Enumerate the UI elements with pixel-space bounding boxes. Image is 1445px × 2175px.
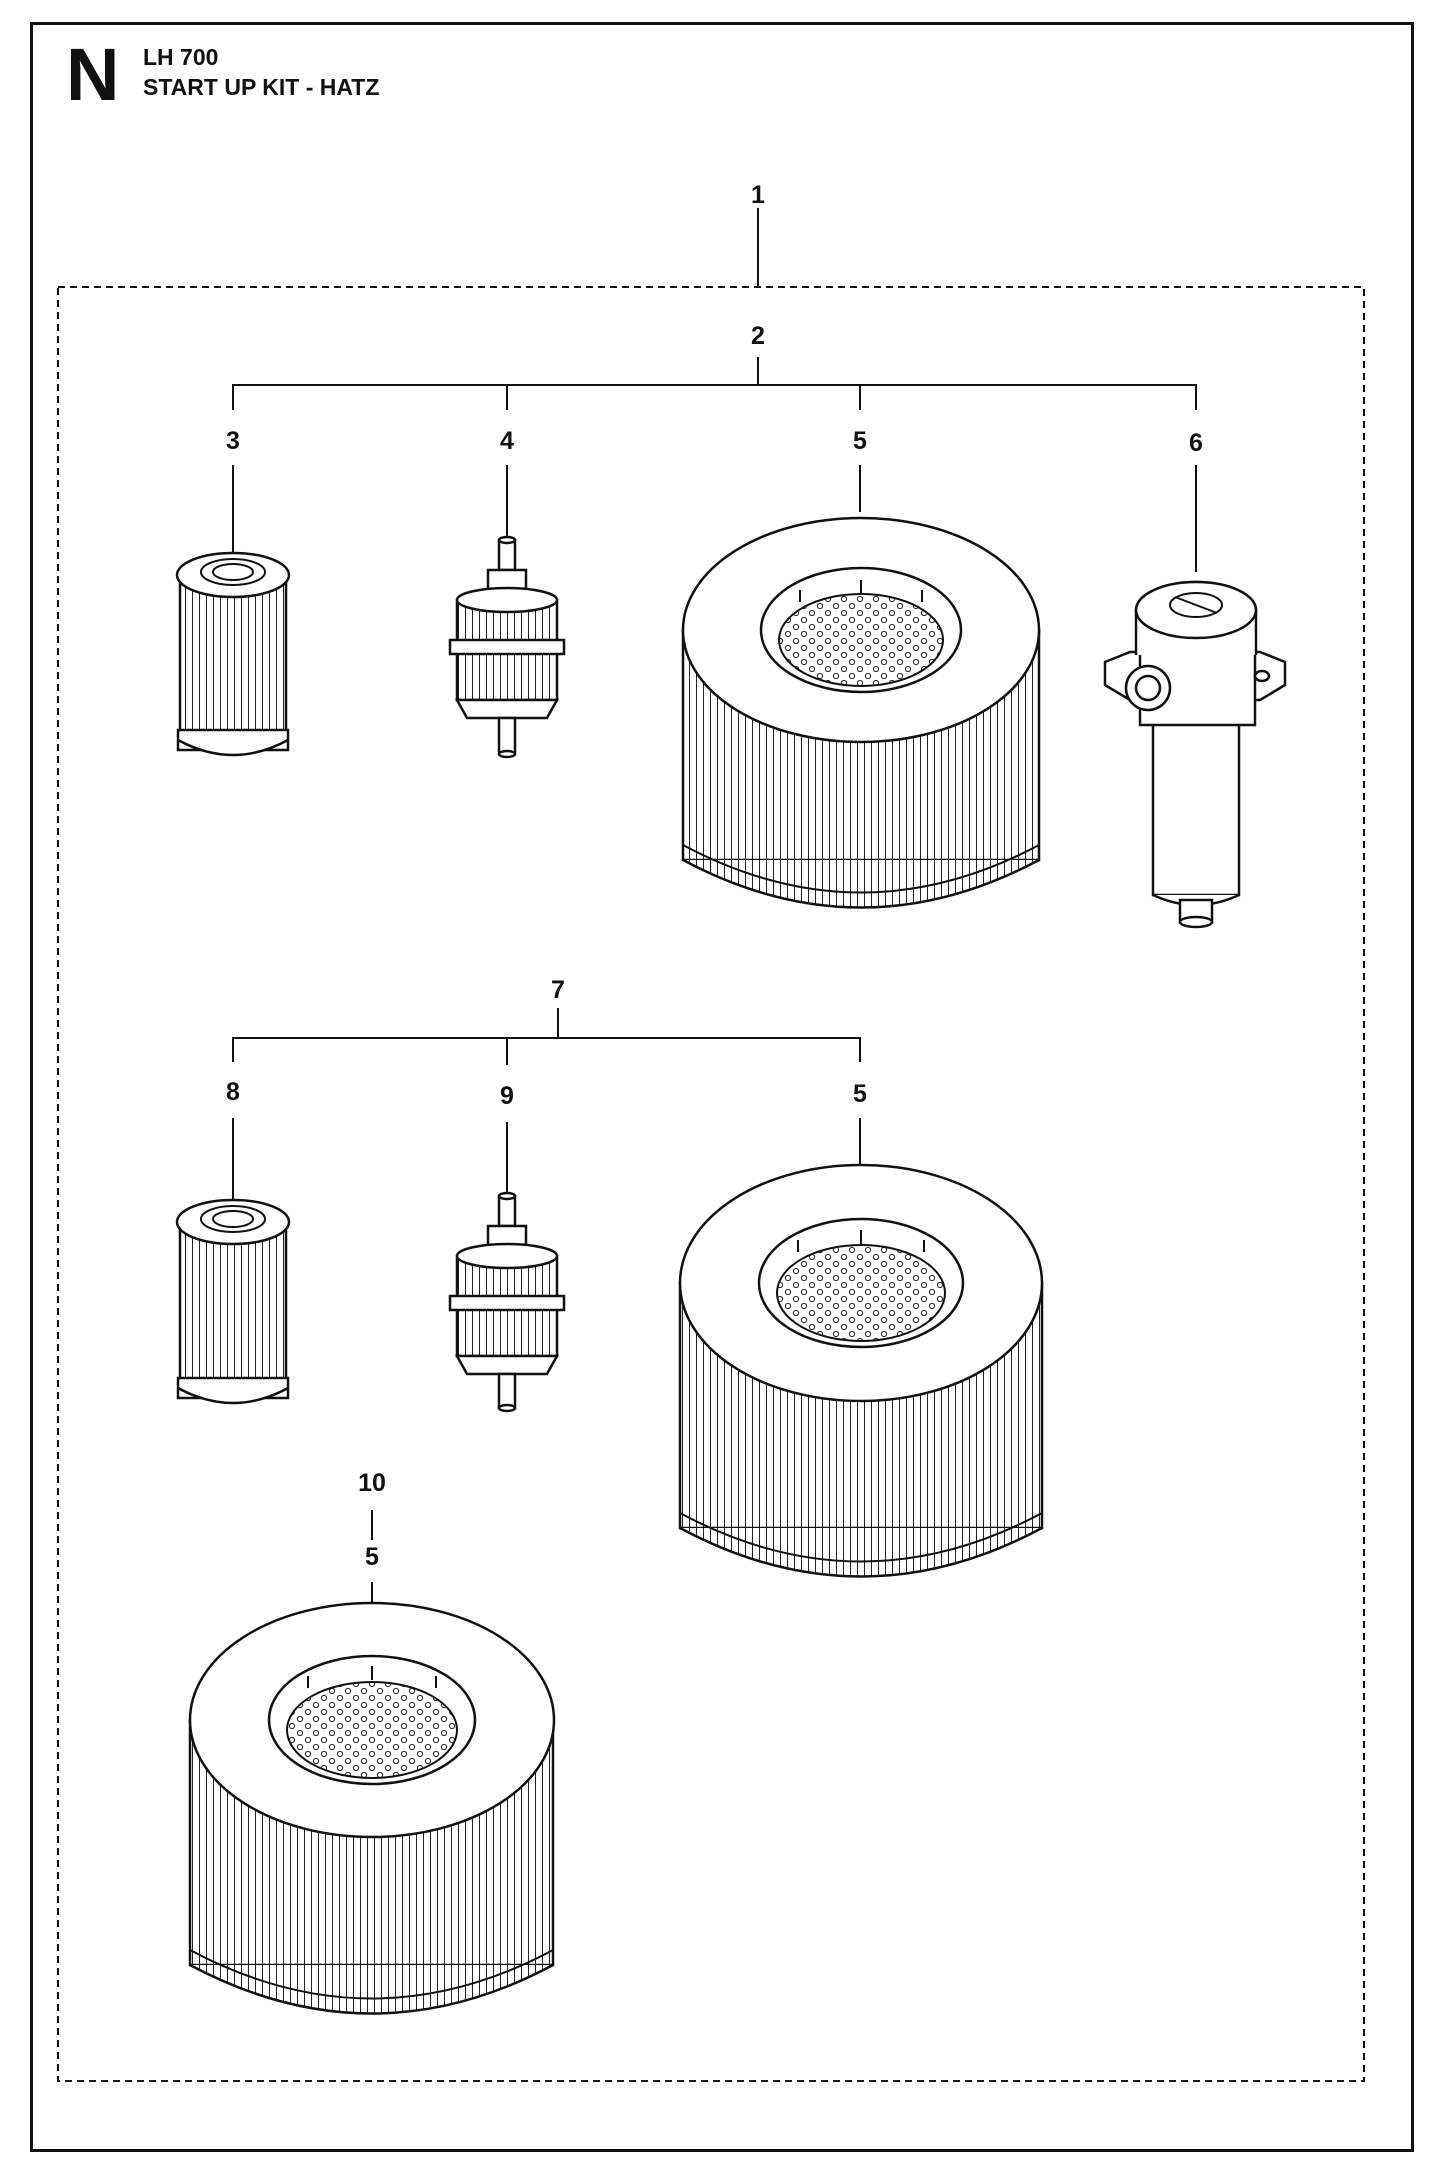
kit-title: START UP KIT - HATZ [143, 74, 380, 100]
inline-fuel-filter-9 [448, 1191, 566, 1413]
callout-8: 8 [226, 1078, 240, 1106]
kit-boundary [57, 286, 1365, 2082]
callout-3: 3 [226, 427, 240, 455]
air-filter-5-lower [188, 1601, 556, 2015]
cartridge-filter-3 [175, 551, 291, 757]
callout-5-middle: 5 [853, 1080, 867, 1108]
cartridge-filter-8 [175, 1198, 291, 1405]
leader-lines [232, 208, 1197, 1605]
page-frame [30, 22, 1414, 2152]
air-filter-5-middle [678, 1163, 1044, 1578]
callout-2: 2 [751, 322, 765, 350]
section-letter: N [66, 33, 120, 116]
model-name: LH 700 [143, 44, 219, 70]
callout-6: 6 [1189, 429, 1203, 457]
return-filter-6 [1103, 580, 1287, 929]
callout-1: 1 [751, 181, 765, 209]
callout-10: 10 [358, 1469, 386, 1497]
air-filter-5-upper [681, 516, 1041, 909]
callout-5-upper: 5 [853, 427, 867, 455]
inline-fuel-filter-4 [448, 535, 566, 759]
callout-5-lower: 5 [365, 1543, 379, 1571]
callout-4: 4 [500, 427, 514, 455]
callout-9: 9 [500, 1082, 514, 1110]
callout-7: 7 [551, 976, 565, 1004]
